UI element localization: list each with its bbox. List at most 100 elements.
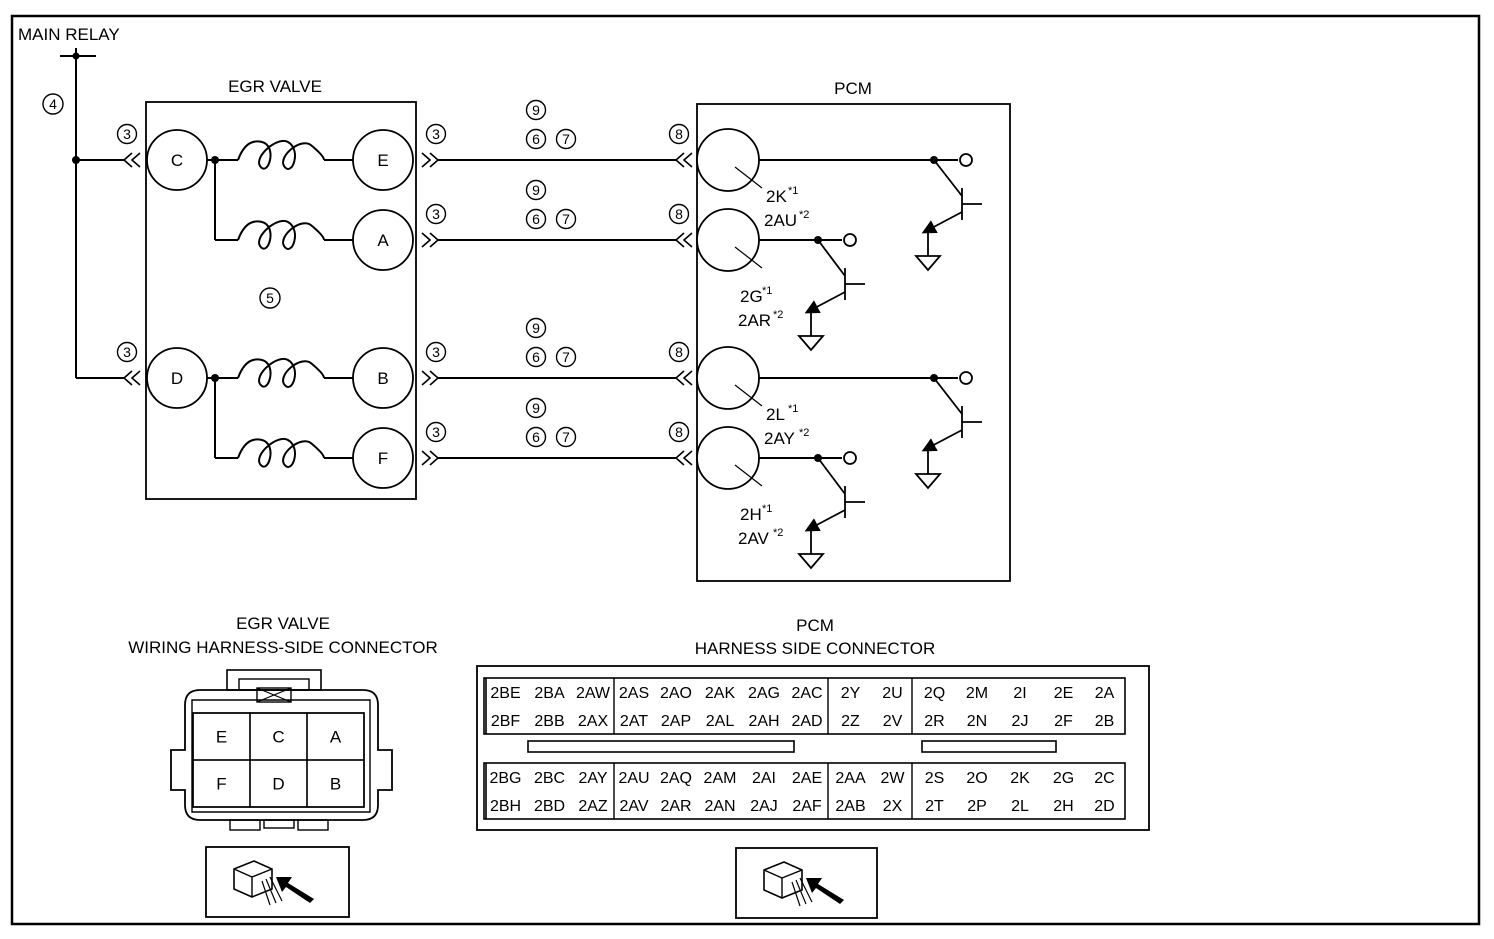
egr-pin-c-label: C — [171, 151, 183, 170]
circled-number-icon: 6 — [525, 426, 547, 448]
circled-number: 9 — [532, 400, 540, 416]
circled-number: 7 — [562, 349, 570, 365]
terminal-node — [843, 233, 857, 247]
circled-number-icon: 8 — [668, 341, 690, 363]
pcm-pin-label: 2AR — [660, 798, 691, 815]
pcm-pin-label: 2AD — [791, 713, 822, 730]
egr-connector-title-1: EGR VALVE — [236, 614, 330, 633]
connector-chevron-icon — [674, 152, 693, 168]
pcm-terminal-note: *1 — [762, 503, 772, 515]
circled-number-icon: 7 — [555, 128, 577, 150]
leader-line — [734, 246, 763, 269]
pcm-terminal-name: 2AU — [764, 211, 797, 230]
circled-number-icon: 3 — [425, 341, 447, 363]
pcm-terminal-note: *2 — [773, 527, 783, 539]
circled-number: 9 — [532, 182, 540, 198]
pcm-label: PCM — [834, 79, 872, 98]
transistor-icon — [797, 457, 865, 570]
pcm-pin-label: 2I — [1013, 685, 1026, 702]
leader-line — [734, 384, 763, 407]
egr-pin-b-label: B — [377, 369, 388, 388]
circled-number-icon: 4 — [42, 93, 64, 115]
circled-number-icon: 6 — [525, 128, 547, 150]
pcm-pin-label: 2BC — [534, 770, 565, 787]
pcm-pin-label: 2BE — [490, 685, 520, 702]
pcm-terminal-note: *2 — [799, 209, 809, 221]
main-relay-feed — [60, 48, 124, 379]
pcm-pin-label: 2AH — [748, 713, 779, 730]
pcm-pin-label: 2T — [925, 798, 944, 815]
circled-number: 9 — [532, 320, 540, 336]
connector-view-icon — [735, 847, 878, 919]
solenoid-coil-icon — [215, 219, 354, 250]
terminal-node — [843, 451, 857, 465]
pcm-pin-label: 2AG — [748, 685, 780, 702]
pcm-pin-label: 2AJ — [750, 798, 778, 815]
egr-valve-box — [145, 101, 417, 500]
circled-number: 9 — [532, 102, 540, 118]
circled-number: 6 — [532, 429, 540, 445]
connector-cell-label: E — [216, 728, 227, 747]
pcm-pin-label: 2BB — [534, 713, 564, 730]
circled-number: 6 — [532, 131, 540, 147]
connector-cell-label: D — [272, 775, 284, 794]
pcm-terminal — [696, 128, 760, 192]
egr-pin-a-label: A — [377, 231, 389, 250]
pcm-terminal — [696, 208, 760, 272]
circled-number: 3 — [123, 344, 131, 360]
egr-pin-e — [352, 129, 414, 191]
circled-number-icon: 8 — [668, 203, 690, 225]
circled-number: 7 — [562, 211, 570, 227]
svg-text:5: 5 — [266, 290, 274, 306]
circled-number: 6 — [532, 349, 540, 365]
transistor-icon — [914, 159, 982, 272]
outer-frame — [10, 14, 1481, 926]
pcm-terminal-name: 2AV — [738, 529, 770, 548]
pcm-terminal-name: 2AR — [738, 311, 771, 330]
circled-number-icon: 7 — [555, 426, 577, 448]
pcm-pin-label: 2V — [883, 713, 903, 730]
pcm-pin-label: 2B — [1095, 713, 1115, 730]
circled-number-icon: 7 — [555, 208, 577, 230]
pcm-pin-label: 2AA — [835, 770, 866, 787]
pcm-pin-label: 2BF — [491, 713, 521, 730]
pcm-pin-label: 2Z — [841, 713, 860, 730]
circled-number-icon: 9 — [525, 99, 547, 121]
pcm-terminal-note: *2 — [799, 427, 809, 439]
transistor-icon — [797, 239, 865, 352]
connector-cell-label: A — [330, 728, 342, 747]
egr-valve-label: EGR VALVE — [228, 77, 322, 96]
pcm-pin-label: 2R — [924, 713, 944, 730]
pcm-pin-label: 2AC — [791, 685, 822, 702]
pcm-pin-label: 2W — [881, 770, 906, 787]
pcm-connector-key — [921, 740, 1057, 753]
pcm-pin-label: 2AS — [619, 685, 649, 702]
pcm-pin-label: 2L — [1011, 798, 1029, 815]
pcm-pin-label: 2Y — [841, 685, 861, 702]
circled-number: 8 — [675, 126, 683, 142]
pcm-pin-label: 2AW — [576, 685, 611, 702]
circled-number-icon: 6 — [525, 346, 547, 368]
circled-number-icon: 3 — [425, 123, 447, 145]
pcm-pin-label: 2K — [1010, 770, 1030, 787]
pcm-terminal-name: 2K — [766, 187, 787, 206]
solenoid-coil-icon — [215, 139, 354, 170]
connector-chevron-icon — [122, 370, 141, 386]
circled-number-icon: 3 — [425, 203, 447, 225]
circled-number: 8 — [675, 424, 683, 440]
junction-dot — [72, 156, 80, 164]
circled-number-icon: 9 — [525, 317, 547, 339]
pcm-pin-label: 2AN — [704, 798, 735, 815]
connector-chevron-icon — [674, 370, 693, 386]
pcm-pin-label: 2AO — [660, 685, 692, 702]
connector-view-icon — [205, 846, 350, 918]
circled-number: 3 — [432, 206, 440, 222]
pcm-terminal — [696, 346, 760, 410]
pcm-terminal-name: 2G — [740, 287, 763, 306]
egr-pin-d-label: D — [171, 369, 183, 388]
pcm-terminal-note: *1 — [788, 403, 798, 415]
pcm-terminal-note: *1 — [788, 185, 798, 197]
egr-pin-e-label: E — [377, 151, 388, 170]
egr-pin-f-label: F — [378, 449, 388, 468]
